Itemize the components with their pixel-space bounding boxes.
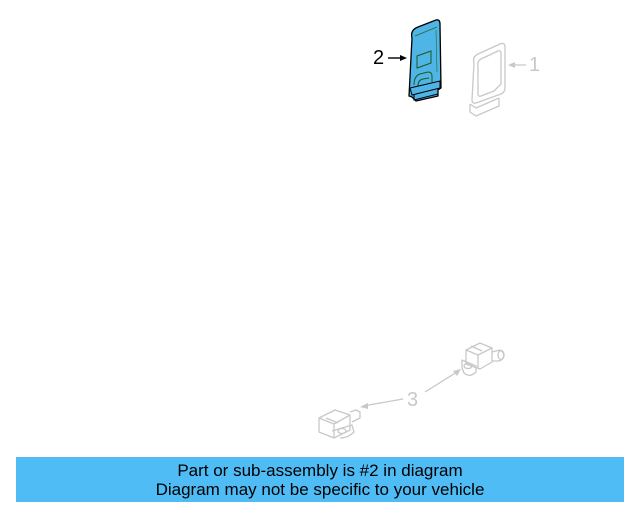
callout-label-3[interactable]: 3: [407, 389, 419, 411]
callout-arrows-3: [360, 369, 461, 409]
part-3-sensor-lower[interactable]: [318, 409, 361, 439]
callout-arrow-1: [508, 62, 526, 68]
callout-label-1[interactable]: 1: [529, 54, 541, 76]
banner-disclaimer-line: Diagram may not be specific to your vehi…: [155, 479, 485, 499]
banner-part-line: Part or sub-assembly is #2 in diagram: [177, 460, 463, 480]
part-3-sensor-upper[interactable]: [461, 342, 505, 376]
part-1-bracket[interactable]: [469, 42, 506, 117]
part-2-module[interactable]: [408, 19, 442, 102]
callout-label-2[interactable]: 2: [373, 47, 385, 69]
diagram-disclaimer-banner: Part or sub-assembly is #2 in diagram Di…: [16, 457, 624, 502]
callout-arrow-2: [388, 55, 407, 61]
